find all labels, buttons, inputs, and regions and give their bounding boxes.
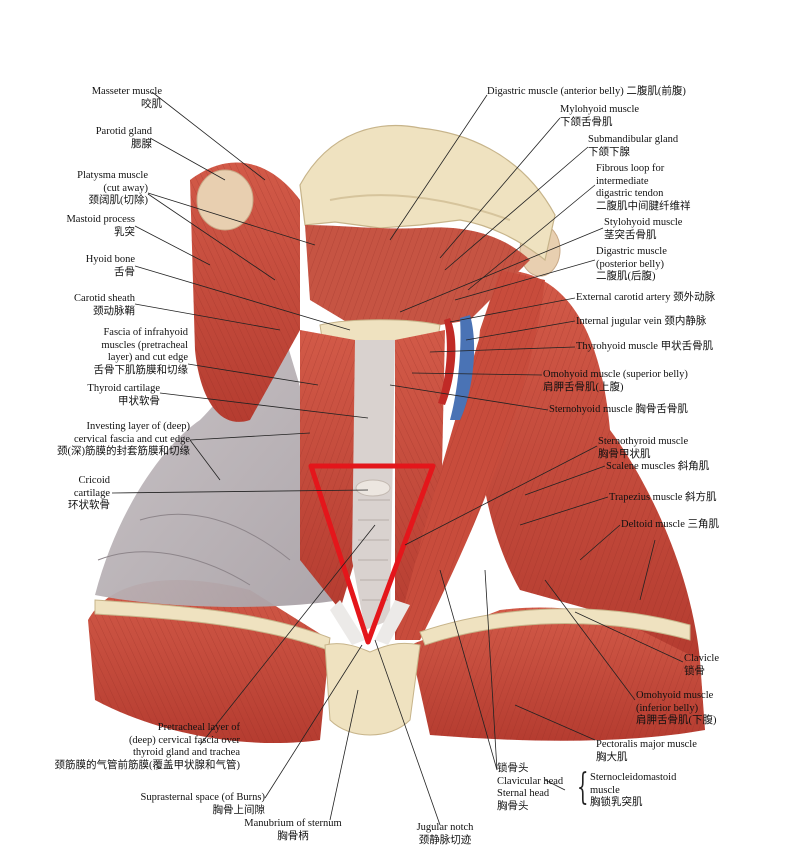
- label-investing-layer: Investing layer of (deep)cervical fascia…: [57, 421, 190, 457]
- mandible: [299, 125, 556, 262]
- internal-jugular-vein: [450, 315, 475, 420]
- label-pretracheal: Pretracheal layer of(deep) cervical fasc…: [54, 722, 241, 771]
- highlight-triangle: [308, 463, 436, 645]
- label-scalene: Scalene muscles 斜角肌: [606, 461, 710, 472]
- label-omohyoid-inferior: Omohyoid muscle(inferior belly)肩胛舌骨肌(下腹): [636, 690, 717, 726]
- tracheal-rings: [358, 499, 390, 601]
- parotid-gland-left: [196, 169, 254, 231]
- scm-brace: {: [577, 767, 589, 808]
- scm-sternal-tendons: [330, 600, 365, 645]
- leader-lines: [111, 91, 684, 826]
- label-internal-jugular: Internal jugular vein 颈内静脉: [576, 316, 707, 327]
- label-suprasternal: Suprasternal space (of Burns)胸骨上间隙: [140, 792, 265, 816]
- external-carotid-artery: [438, 318, 456, 405]
- cricoid-cartilage: [355, 479, 391, 497]
- label-digastric-posterior: Digastric muscle(posterior belly)二腹肌(后腹): [596, 246, 667, 282]
- label-omohyoid-superior: Omohyoid muscle (superior belly)肩胛舌骨肌(上腹…: [543, 369, 688, 393]
- label-thyrohyoid: Thyrohyoid muscle 甲状舌骨肌: [576, 341, 714, 352]
- label-sternohyoid: Sternohyoid muscle 胸骨舌骨肌: [549, 404, 688, 415]
- manubrium: [324, 642, 421, 736]
- investing-fascia: [95, 320, 340, 607]
- label-deltoid: Deltoid muscle 三角肌: [621, 519, 719, 530]
- label-trapezius: Trapezius muscle 斜方肌: [609, 492, 717, 503]
- label-digastric-anterior: Digastric muscle (anterior belly) 二腹肌(前腹…: [487, 86, 686, 97]
- label-external-carotid: External carotid artery 颈外动脉: [576, 292, 716, 303]
- label-platysma: Platysma muscle(cut away)颈阔肌(切除): [77, 170, 148, 206]
- right-neck-muscles: [476, 270, 700, 660]
